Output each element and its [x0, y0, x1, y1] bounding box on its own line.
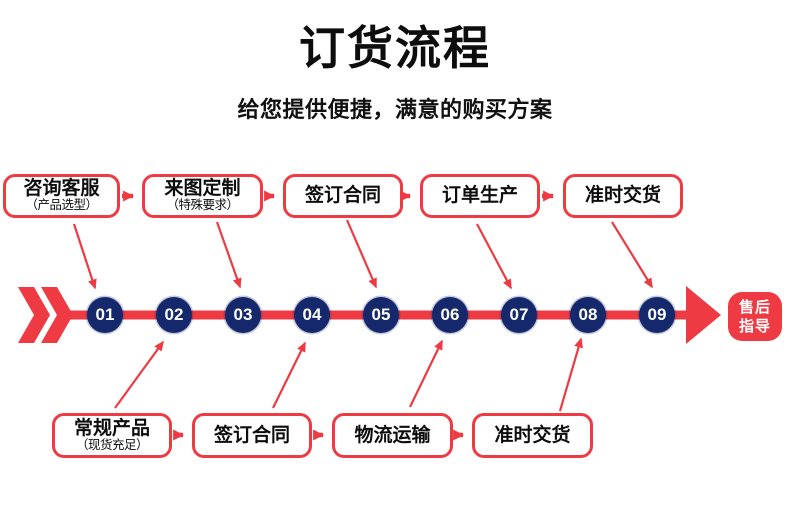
- box-title: 来图定制: [164, 178, 241, 200]
- step-number: 08: [578, 305, 598, 324]
- bottom-box-sign-contract: 签订合同: [192, 413, 312, 458]
- step-circle-09: 09: [639, 297, 675, 333]
- box-title: 订单生产: [441, 185, 518, 207]
- page-subtitle: 给您提供便捷，满意的购买方案: [237, 97, 553, 122]
- step-number: 04: [302, 305, 322, 324]
- step-number: 07: [509, 305, 529, 324]
- box-note: （现货充足）: [75, 437, 149, 452]
- top-box-consult: 咨询客服 （产品选型）: [3, 174, 120, 218]
- top-connector-arrow-icons: [72, 219, 653, 290]
- page-title: 订货流程: [299, 22, 491, 74]
- box-title: 物流运输: [354, 424, 431, 446]
- timeline-end-arrow-icon: [686, 286, 721, 344]
- step-circle-07: 07: [501, 297, 537, 333]
- box-title: 签订合同: [304, 185, 381, 207]
- aftersales-badge-line2: 指导: [738, 317, 771, 335]
- step-number: 01: [95, 305, 115, 324]
- step-circle-05: 05: [363, 297, 399, 333]
- bottom-box-logistics: 物流运输: [332, 413, 453, 458]
- step-circle-03: 03: [225, 297, 261, 333]
- box-note: （产品选型）: [25, 198, 98, 213]
- step-circle-02: 02: [156, 297, 192, 333]
- step-circle-06: 06: [432, 297, 468, 333]
- step-number: 09: [647, 305, 667, 324]
- bottom-box-standard-product: 常规产品 （现货充足）: [52, 413, 172, 458]
- double-chevron-icon: [18, 287, 73, 343]
- step-number: 05: [371, 305, 391, 324]
- bottom-connector-arrow-icons: [114, 337, 583, 412]
- aftersales-badge-line1: 售后: [738, 298, 771, 316]
- step-circle-01: 01: [87, 297, 123, 333]
- top-box-production: 订单生产: [420, 174, 540, 218]
- top-box-on-time-delivery: 准时交货: [563, 174, 683, 218]
- step-number: 03: [233, 305, 253, 324]
- aftersales-badge: 售后 指导: [728, 292, 782, 341]
- box-note: （特殊要求）: [166, 198, 239, 213]
- step-number: 02: [164, 305, 184, 324]
- box-title: 准时交货: [494, 424, 571, 446]
- step-number: 06: [440, 305, 460, 324]
- top-box-sign-contract: 签订合同: [283, 174, 403, 218]
- box-title: 常规产品: [73, 417, 150, 439]
- step-circle-08: 08: [570, 297, 606, 333]
- box-title: 准时交货: [584, 185, 661, 207]
- step-circle-04: 04: [294, 297, 330, 333]
- box-title: 签订合同: [213, 424, 290, 446]
- top-box-custom-drawing: 来图定制 （特殊要求）: [142, 174, 263, 218]
- bottom-box-on-time-delivery: 准时交货: [472, 413, 593, 458]
- box-title: 咨询客服: [23, 178, 100, 200]
